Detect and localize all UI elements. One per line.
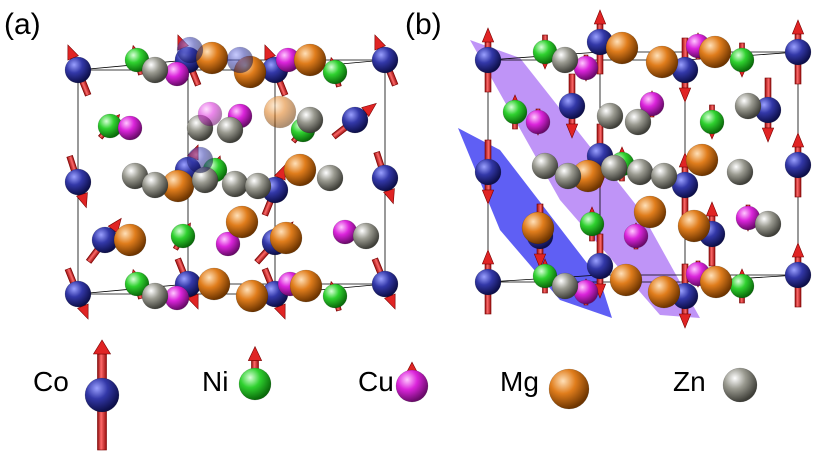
atom-zn	[650, 162, 678, 190]
legend-label-mg: Mg	[500, 366, 539, 397]
legend-atom-co	[84, 377, 120, 413]
atom-mg	[263, 95, 297, 129]
atom-co	[558, 92, 586, 120]
legend-atom-ni	[238, 367, 272, 401]
atom-zn	[221, 170, 249, 198]
atom-mg	[645, 45, 679, 79]
atom-zn	[296, 106, 324, 134]
atom-mg	[225, 205, 259, 239]
atom-mg	[647, 275, 681, 309]
atom-zn	[141, 282, 169, 310]
atom-co	[784, 38, 812, 66]
atom-co	[371, 164, 399, 192]
atom-co	[176, 36, 204, 64]
atom-co	[64, 168, 92, 196]
atom-co	[474, 46, 502, 74]
atom-zn	[734, 92, 762, 120]
atom-layer	[64, 9, 812, 329]
atom-ni	[322, 283, 348, 309]
atom-zn	[600, 154, 628, 182]
atom-cu	[215, 231, 241, 257]
atom-ni	[502, 99, 528, 125]
legend-label-co: Co	[33, 366, 69, 397]
atom-co	[371, 46, 399, 74]
atom-co	[64, 280, 92, 308]
legend-glyph-cu	[395, 361, 429, 403]
atom-co	[186, 146, 214, 174]
atom-ni	[170, 223, 196, 249]
atom-ni	[322, 59, 348, 85]
atom-mg	[699, 265, 733, 299]
atom-co	[341, 106, 369, 134]
atom-ni	[729, 47, 755, 73]
atom-zn	[216, 116, 244, 144]
atom-mg	[283, 153, 317, 187]
atom-zn	[551, 46, 579, 74]
legend-atom-cu	[395, 369, 429, 403]
legend-label-zn: Zn	[673, 366, 706, 397]
atom-zn	[352, 222, 380, 250]
atom-co	[474, 268, 502, 296]
atom-co	[64, 56, 92, 84]
atom-mg	[685, 143, 719, 177]
atom-co	[474, 158, 502, 186]
legend-glyph-mg	[548, 368, 590, 410]
legend-atom-zn	[722, 367, 758, 403]
atom-co	[784, 151, 812, 179]
atom-ni	[729, 273, 755, 299]
atom-zn	[531, 152, 559, 180]
legend-label-ni: Ni	[202, 366, 229, 397]
atom-cu	[197, 101, 223, 127]
atom-mg	[605, 31, 639, 65]
atom-mg	[269, 221, 303, 255]
atom-mg	[677, 209, 711, 243]
atom-cu	[525, 109, 551, 135]
atom-zn	[141, 171, 169, 199]
atom-zn	[551, 272, 579, 300]
legend-glyph-zn	[722, 367, 758, 403]
atom-cu	[639, 91, 665, 117]
atom-mg	[633, 195, 667, 229]
atom-zn	[626, 158, 654, 186]
atom-co	[784, 261, 812, 289]
atom-ni	[579, 211, 605, 237]
atom-co	[371, 270, 399, 298]
atom-mg	[521, 211, 555, 245]
atom-cu	[623, 223, 649, 249]
atom-mg	[289, 269, 323, 303]
atom-zn	[244, 172, 272, 200]
atom-mg	[609, 263, 643, 297]
atom-mg	[698, 35, 732, 69]
atom-co	[586, 252, 614, 280]
legend-label-cu: Cu	[358, 366, 394, 397]
atom-zn	[316, 164, 344, 192]
atom-zn	[141, 56, 169, 84]
panel-label-b: (b)	[405, 8, 442, 41]
atom-mg	[235, 279, 269, 313]
atom-cu	[117, 115, 143, 141]
atom-ni	[124, 271, 150, 297]
panel-label-a: (a)	[4, 8, 41, 41]
atom-zn	[554, 162, 582, 190]
atom-co	[226, 46, 254, 74]
atom-zn	[754, 210, 782, 238]
atom-mg	[113, 223, 147, 257]
legend-atom-mg	[548, 368, 590, 410]
atom-cu	[164, 285, 190, 311]
legend-glyphs	[84, 339, 758, 451]
atom-zn	[596, 102, 624, 130]
atom-zn	[624, 108, 652, 136]
legend-glyph-ni	[238, 345, 272, 401]
atom-cu	[164, 61, 190, 87]
atom-zn	[726, 158, 754, 186]
atom-ni	[699, 109, 725, 135]
legend-glyph-co	[84, 339, 120, 451]
atom-mg	[197, 267, 231, 301]
atom-mg	[293, 43, 327, 77]
